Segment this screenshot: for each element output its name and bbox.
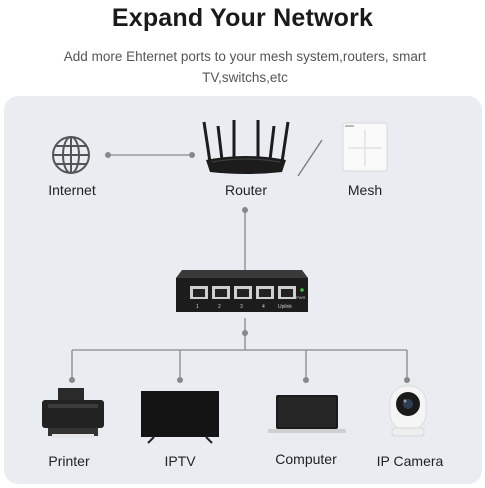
page-subtitle: Add more Ehternet ports to your mesh sys…	[63, 49, 427, 85]
switch-port-2: 2	[218, 304, 221, 310]
printer-icon	[40, 388, 106, 440]
label-internet: Internet	[48, 182, 96, 198]
globe-icon	[50, 134, 92, 176]
switch-pwr-label: PWR	[296, 295, 305, 300]
switch-port-1: 1	[196, 304, 199, 310]
label-printer: Printer	[48, 453, 90, 469]
laptop-icon	[268, 394, 346, 434]
mesh-node-icon	[342, 122, 388, 172]
label-router: Router	[224, 182, 268, 198]
label-mesh: Mesh	[347, 182, 383, 198]
router-icon	[198, 118, 294, 178]
page-title: Expand Your Network	[111, 4, 374, 32]
ethernet-switch-icon: 1 2 3 4 Uplink PWR	[174, 268, 310, 316]
label-iptv: IPTV	[164, 453, 196, 469]
ip-camera-icon	[386, 382, 430, 440]
label-ip-camera: IP Camera	[376, 453, 444, 469]
switch-uplink-label: Uplink	[278, 304, 292, 310]
switch-port-3: 3	[240, 304, 243, 310]
tv-icon	[140, 390, 220, 444]
label-computer: Computer	[275, 451, 337, 467]
switch-port-4: 4	[262, 304, 265, 310]
